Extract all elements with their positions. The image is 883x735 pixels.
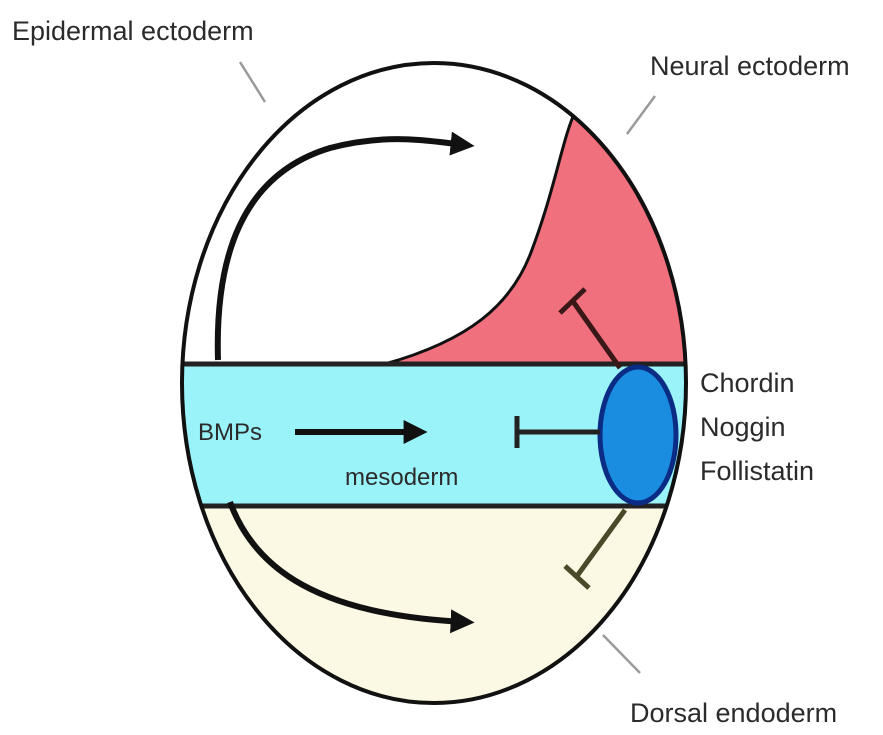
- mesoderm-label: mesoderm: [345, 464, 458, 491]
- chordin-label: Chordin: [700, 368, 795, 398]
- neural-ectoderm-label: Neural ectoderm: [650, 51, 850, 81]
- follistatin-label: Follistatin: [700, 456, 814, 486]
- neural-ectoderm-region: [385, 40, 700, 364]
- organizer-ellipse: [600, 367, 676, 503]
- epidermal-leader-line: [240, 62, 265, 102]
- endoderm-leader-line: [603, 635, 640, 673]
- dorsal-endoderm-label: Dorsal endoderm: [630, 698, 837, 728]
- epidermal-ectoderm-label: Epidermal ectoderm: [12, 16, 254, 46]
- bmps-label: BMPs: [198, 419, 262, 446]
- neural-leader-line: [627, 96, 655, 134]
- noggin-label: Noggin: [700, 412, 786, 442]
- upper-curved-arrow-icon: [218, 139, 465, 360]
